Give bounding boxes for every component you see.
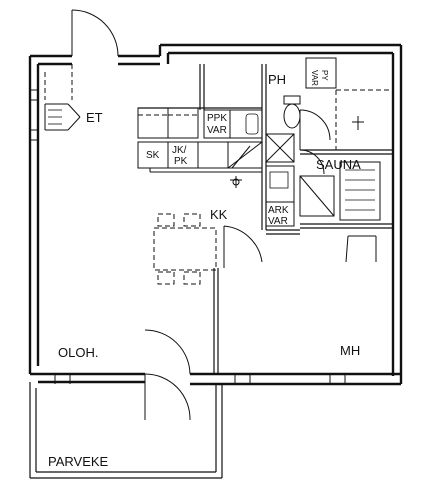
kitchen-cabinets <box>44 103 263 173</box>
room-label-oloh: OLOH. <box>58 345 98 360</box>
room-label-kk: KK <box>210 207 228 222</box>
room-label-mh: MH <box>340 343 360 358</box>
fixture-label-ark-var: VAR <box>268 216 288 227</box>
fixture-label-py: PY <box>320 70 329 81</box>
room-label-parveke: PARVEKE <box>48 454 109 469</box>
balcony-door <box>144 329 191 421</box>
sauna-benches <box>299 149 381 221</box>
room-label-ph: PH <box>268 72 286 87</box>
room-label-sauna: SAUNA <box>316 157 361 172</box>
kitchen-door <box>223 225 263 268</box>
bathroom-fixtures <box>265 57 393 227</box>
dining-table <box>153 213 217 285</box>
outlet-symbols <box>230 116 364 188</box>
bedroom-closet <box>345 235 377 263</box>
room-label-et: ET <box>86 110 103 125</box>
fixture-label-jk: JK/ <box>172 145 187 156</box>
fixture-label-sk: SK <box>146 150 160 161</box>
exterior-walls <box>28 43 403 386</box>
fixture-label-pk: PK <box>174 156 188 167</box>
entry-door <box>71 9 119 100</box>
balcony <box>29 382 223 479</box>
fixture-label-ppk: PPK <box>207 113 227 124</box>
fixture-label-ppk-var: VAR <box>207 125 227 136</box>
fixture-label-var: VAR <box>310 70 319 86</box>
fixture-label-ark: ARK <box>268 205 289 216</box>
